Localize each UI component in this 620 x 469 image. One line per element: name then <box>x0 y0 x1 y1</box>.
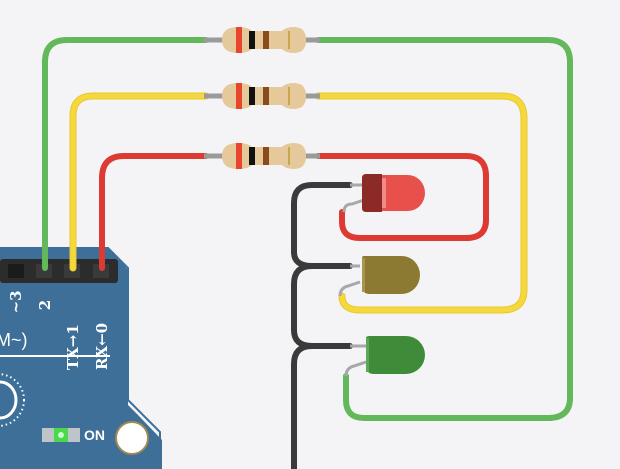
resistor-band <box>249 87 255 105</box>
green-wire[interactable] <box>42 37 573 421</box>
pin-label-rx0: RX←0 <box>93 323 111 370</box>
pin-label-tx1: TX→1 <box>64 324 82 370</box>
resistor-band <box>288 147 290 165</box>
red-wire[interactable] <box>99 153 489 271</box>
green-led[interactable] <box>344 336 425 377</box>
reset-button-ring <box>0 373 25 427</box>
pin-label-3: ~3 <box>7 290 25 313</box>
ground-wire[interactable] <box>291 182 353 469</box>
resistor-band <box>236 143 242 169</box>
resistor-band <box>249 147 255 165</box>
reset-glyph <box>0 380 18 420</box>
resistor-2[interactable] <box>204 83 320 109</box>
pwm-label: M~) <box>0 330 28 350</box>
resistor-1[interactable] <box>204 27 320 53</box>
red-led[interactable] <box>342 174 425 213</box>
yellow-wire[interactable] <box>69 92 528 314</box>
arduino-board[interactable]: ~3 2 TX→1 RX←0 M~) ON <box>0 247 162 469</box>
resistor-3[interactable] <box>204 143 320 169</box>
resistor-band <box>288 31 290 49</box>
resistor-band <box>236 27 242 53</box>
resistor-band <box>263 31 269 49</box>
resistor-band <box>249 31 255 49</box>
resistor-band <box>263 147 269 165</box>
pin-label-2: 2 <box>36 300 54 310</box>
resistor-band <box>263 87 269 105</box>
resistor-band <box>236 83 242 109</box>
resistor-band <box>288 87 290 105</box>
pin-header <box>0 259 118 283</box>
mounting-hole <box>115 421 149 455</box>
on-label: ON <box>84 427 105 443</box>
yellow-led[interactable] <box>338 256 420 297</box>
